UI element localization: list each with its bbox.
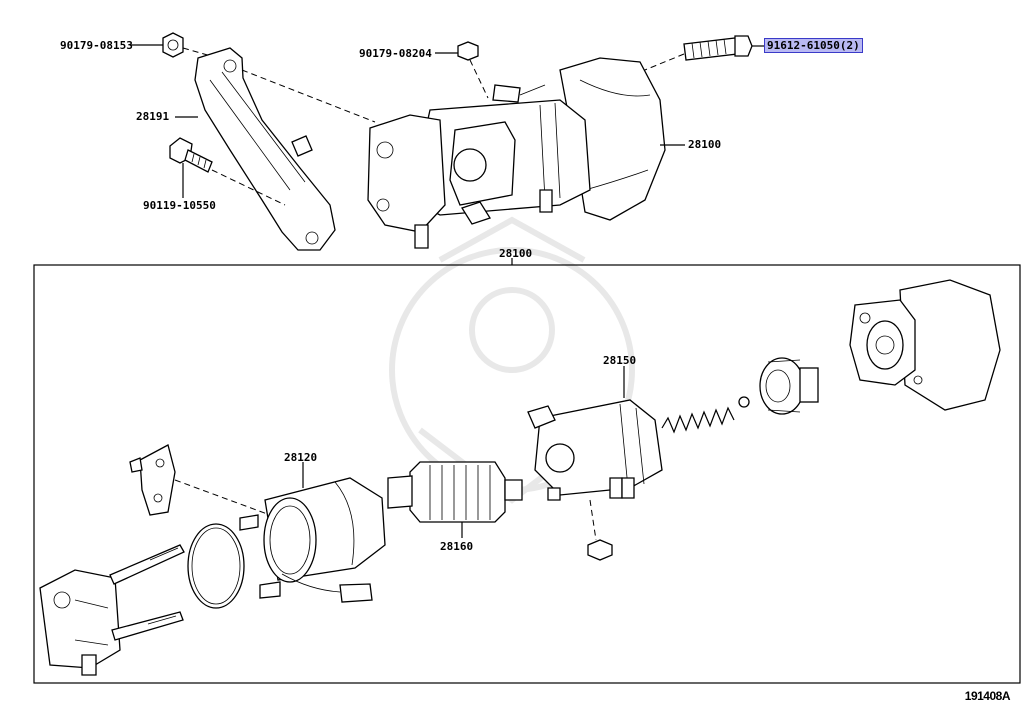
- label-bracket-28191: 28191: [136, 110, 170, 123]
- solenoid-housing-28150[interactable]: [527, 399, 663, 501]
- o-ring[interactable]: [187, 523, 245, 609]
- lower-nut[interactable]: [587, 539, 613, 561]
- bracket-28191[interactable]: [194, 47, 336, 251]
- nut-90179-08204[interactable]: [457, 41, 479, 61]
- terminal-bracket[interactable]: [129, 444, 176, 516]
- field-frame-28120[interactable]: [239, 477, 386, 603]
- label-bolt-91612-61050-highlighted[interactable]: 91612-61050(2): [764, 38, 863, 53]
- label-armature-28160: 28160: [440, 540, 474, 553]
- label-bolt-90119-10550: 90119-10550: [143, 199, 216, 212]
- label-solenoid-28150: 28150: [603, 354, 637, 367]
- spring[interactable]: [661, 406, 735, 434]
- bolt-90119-10550[interactable]: [169, 137, 213, 173]
- exploded-view-frame: [33, 264, 1021, 684]
- label-field-frame-28120: 28120: [284, 451, 318, 464]
- steel-ball[interactable]: [738, 396, 750, 408]
- figure-id: 191408A: [964, 689, 1011, 703]
- commutator-end-frame[interactable]: [39, 544, 185, 676]
- bolt-91612-61050[interactable]: [683, 35, 753, 61]
- pinion-clutch[interactable]: [759, 357, 819, 415]
- label-nut-90179-08204: 90179-08204: [359, 47, 432, 60]
- armature-28160[interactable]: [387, 461, 523, 523]
- label-bolt-90179-08153: 90179-08153: [60, 39, 133, 52]
- label-starter-assembly-28100: 28100: [688, 138, 722, 151]
- drive-housing[interactable]: [849, 279, 1001, 411]
- bolt-90179-08153[interactable]: [162, 32, 184, 58]
- label-exploded-view-28100: 28100: [499, 247, 533, 260]
- starter-assembly-28100[interactable]: [367, 57, 666, 249]
